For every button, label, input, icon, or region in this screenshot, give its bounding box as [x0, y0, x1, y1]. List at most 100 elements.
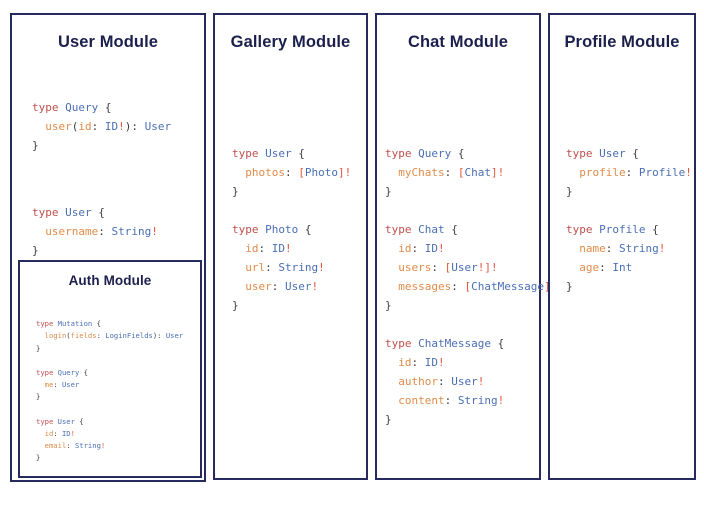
code-token: login	[44, 331, 67, 341]
code-token	[385, 394, 398, 407]
panel-title-profile-module: Profile Module	[564, 33, 680, 51]
code-token: :	[271, 280, 285, 293]
panel-title-chat-module: Chat Module	[407, 33, 509, 51]
code-token: User	[451, 261, 478, 274]
code-token: }	[36, 392, 41, 402]
code-token: }	[385, 413, 392, 426]
code-token: ID	[424, 356, 438, 369]
code-token: ChatMessage	[471, 280, 544, 293]
code-token: :	[411, 242, 425, 255]
code-token: photos	[245, 166, 285, 179]
code-token: type	[385, 147, 419, 160]
code-token: {	[444, 223, 458, 236]
code-token: Profile	[599, 223, 646, 236]
code-token: :	[605, 242, 619, 255]
code-token: type	[36, 368, 58, 377]
code-token: Int	[612, 261, 633, 274]
code-token	[232, 261, 245, 274]
code-token: type	[32, 101, 66, 114]
code-token: {	[291, 147, 305, 160]
code-token: :	[444, 166, 458, 179]
code-token: :	[98, 225, 112, 238]
code-token: String	[278, 261, 319, 274]
code-token: {	[490, 337, 505, 350]
code-token: type	[385, 337, 419, 350]
code-token: Query	[65, 101, 99, 114]
code-token: }	[32, 244, 39, 257]
code-token: {	[625, 147, 639, 160]
code-token: !	[438, 356, 445, 369]
code-token: Query	[418, 147, 452, 160]
code-token: user	[45, 120, 72, 133]
code-token: myChats	[398, 166, 445, 179]
code-token: [	[444, 261, 452, 274]
code-token: {	[451, 147, 465, 160]
code-token: author	[398, 375, 438, 388]
code-token: url	[245, 261, 266, 274]
code-token: }	[385, 185, 392, 198]
panel-chat-module[interactable]: Chat Module type Query { myChats: [Chat]…	[375, 13, 557, 480]
code-token: }	[36, 343, 41, 353]
panel-user-module[interactable]: User Module type Query { user(id: ID!): …	[10, 13, 206, 482]
code-token: ):	[124, 120, 145, 133]
code-token: :	[258, 242, 272, 255]
code-token: User	[285, 280, 312, 293]
code-token: !	[344, 166, 352, 179]
code-token: messages	[398, 280, 452, 293]
code-token: id	[398, 356, 412, 369]
code-token: {	[98, 101, 112, 114]
code-token: user	[245, 280, 272, 293]
code-token: !	[477, 261, 485, 274]
panel-gallery-module[interactable]: Gallery Module type User { photos: [Phot…	[213, 13, 368, 480]
code-token: User	[599, 147, 626, 160]
code-token: id	[398, 242, 412, 255]
code-token: :	[411, 356, 425, 369]
code-token: Query	[57, 368, 80, 377]
code-token	[36, 441, 45, 450]
code-token: !	[438, 242, 445, 255]
code-token: type	[385, 223, 419, 236]
code-token: ID	[271, 242, 285, 255]
code-token: {	[91, 206, 105, 219]
code-token: String	[619, 242, 659, 255]
code-token	[232, 280, 245, 293]
code-token: :	[53, 380, 62, 390]
code-token: id	[44, 429, 54, 439]
code-token: type	[36, 416, 58, 426]
code-token	[232, 166, 245, 179]
code-token	[385, 375, 398, 388]
code-token: String	[111, 225, 152, 238]
code-token: :	[625, 166, 639, 179]
code-token: !	[318, 261, 325, 274]
code-token: type	[32, 206, 66, 219]
code-token: :	[66, 441, 75, 451]
code-token: profile	[579, 166, 626, 179]
code-token: LoginFields	[105, 331, 153, 341]
code-token: id	[78, 120, 92, 133]
code-token: {	[92, 319, 101, 329]
code-token: !	[685, 166, 692, 179]
code-token	[385, 261, 398, 274]
code-token: type	[36, 319, 58, 329]
code-token: (	[66, 331, 71, 341]
code-token: !	[285, 242, 292, 255]
code-token	[32, 120, 45, 133]
code-token: {	[79, 368, 88, 377]
code-token: age	[579, 261, 600, 274]
code-token: !	[311, 280, 319, 293]
code-token: :	[53, 429, 62, 439]
code-token: Photo	[304, 166, 338, 179]
code-token: ID	[104, 120, 119, 133]
code-token	[385, 166, 398, 179]
code-block-user-type: type User { username: String! }	[32, 203, 158, 260]
code-token: :	[599, 261, 613, 274]
code-token: !	[118, 120, 125, 133]
code-token: ]	[544, 280, 551, 293]
panel-title-gallery-module: Gallery Module	[230, 33, 351, 51]
panel-profile-module[interactable]: Profile Module type User { profile: Prof…	[548, 13, 696, 480]
panel-auth-module[interactable]: Auth Module type Mutation { login(fields…	[18, 260, 202, 478]
code-token: ]	[338, 166, 345, 179]
code-token: ]	[484, 261, 491, 274]
panel-title-auth-module: Auth Module	[68, 273, 152, 288]
code-token: !	[100, 441, 106, 451]
